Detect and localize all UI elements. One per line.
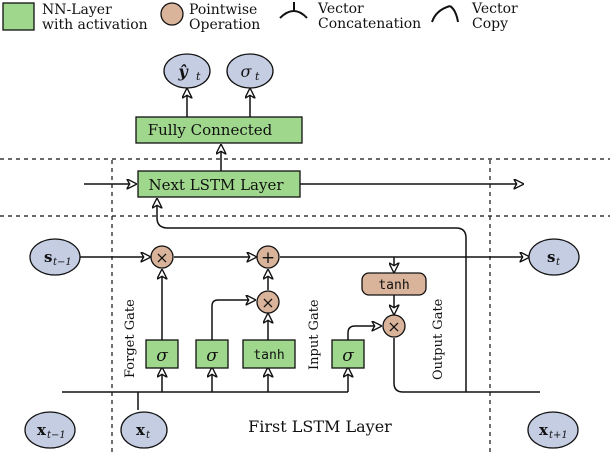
s-prev-sub: t−1 xyxy=(53,257,72,268)
output-multiply-op xyxy=(382,314,406,338)
cell-tanh-op xyxy=(361,272,427,296)
x-prev-label: x xyxy=(37,421,47,439)
s-t-label: s xyxy=(547,248,555,266)
x-next-node xyxy=(527,411,579,449)
input-multiply-symbol: × xyxy=(261,293,274,312)
output-sigma-label: σ xyxy=(342,346,354,366)
s-t-sub: t xyxy=(556,257,561,268)
x-next-sub: t+1 xyxy=(549,430,568,441)
input-sigma-layer xyxy=(195,339,229,369)
legend-pointwise-label-2: Operation xyxy=(189,17,260,33)
next-lstm-section: Next LSTM Layer xyxy=(84,170,523,392)
legend-copy-label-1: Vector xyxy=(471,1,518,17)
add-symbol: + xyxy=(261,248,275,268)
next-lstm-layer xyxy=(137,170,301,198)
next-lstm-label: Next LSTM Layer xyxy=(148,176,284,194)
s-prev-label: s xyxy=(44,248,52,266)
cell-tanh-label: tanh xyxy=(378,278,409,293)
gate-layers: σ σ tanh σ xyxy=(145,339,365,369)
pointwise-ops: × + × × tanh xyxy=(150,245,427,338)
x-t-node xyxy=(120,411,168,449)
input-gate-label: Input Gate xyxy=(307,299,322,370)
separators xyxy=(0,158,610,452)
fully-connected-label: Fully Connected xyxy=(148,121,273,139)
input-tanh-label: tanh xyxy=(253,348,284,363)
x-prev-node xyxy=(24,411,76,449)
s-prev-node xyxy=(29,238,81,276)
x-prev-sub: t−1 xyxy=(47,430,66,441)
output-multiply-symbol: × xyxy=(387,317,400,336)
legend-concat-label-2: Concatenation xyxy=(318,16,421,32)
sigma-t-label: σ xyxy=(241,62,253,81)
input-multiply-op xyxy=(256,290,280,314)
output-nodes: ŷ t σ t Fully Connected xyxy=(135,53,303,171)
legend-concat-label-1: Vector xyxy=(317,1,364,17)
x-t-label: x xyxy=(136,421,146,439)
first-lstm-label: First LSTM Layer xyxy=(248,417,392,436)
input-sigma-label: σ xyxy=(206,346,218,366)
concat-icon xyxy=(279,10,308,19)
y-hat-label: ŷ xyxy=(177,62,189,81)
legend-nn-swatch xyxy=(2,2,35,31)
output-sigma-layer xyxy=(331,339,365,369)
legend-pointwise-label-1: Pointwise xyxy=(189,2,257,18)
state-nodes: s t−1 s t x t−1 x t x t+1 xyxy=(24,238,580,449)
forget-multiply-symbol: × xyxy=(155,248,168,267)
forget-sigma-layer xyxy=(145,339,179,369)
legend: NN-Layer with activation Pointwise Opera… xyxy=(2,1,518,33)
output-gate-label: Output Gate xyxy=(431,298,446,380)
legend-nn-label-2: with activation xyxy=(42,17,148,33)
input-tanh-layer xyxy=(242,339,296,369)
forget-gate-label: Forget Gate xyxy=(123,299,138,378)
forget-multiply-op xyxy=(150,245,174,269)
x-next-label: x xyxy=(539,421,549,439)
copy-icon xyxy=(431,5,451,23)
legend-pointwise-swatch xyxy=(160,2,184,26)
add-op xyxy=(256,245,280,269)
fully-connected-layer xyxy=(135,116,303,144)
connection-lines xyxy=(62,257,540,410)
legend-nn-label-1: NN-Layer xyxy=(42,2,112,18)
sigma-t-sub: t xyxy=(255,70,260,83)
s-t-node xyxy=(528,238,580,276)
legend-copy-label-2: Copy xyxy=(472,16,508,32)
forget-sigma-label: σ xyxy=(156,346,168,366)
y-hat-sub: t xyxy=(196,70,201,83)
x-t-sub: t xyxy=(146,430,151,441)
